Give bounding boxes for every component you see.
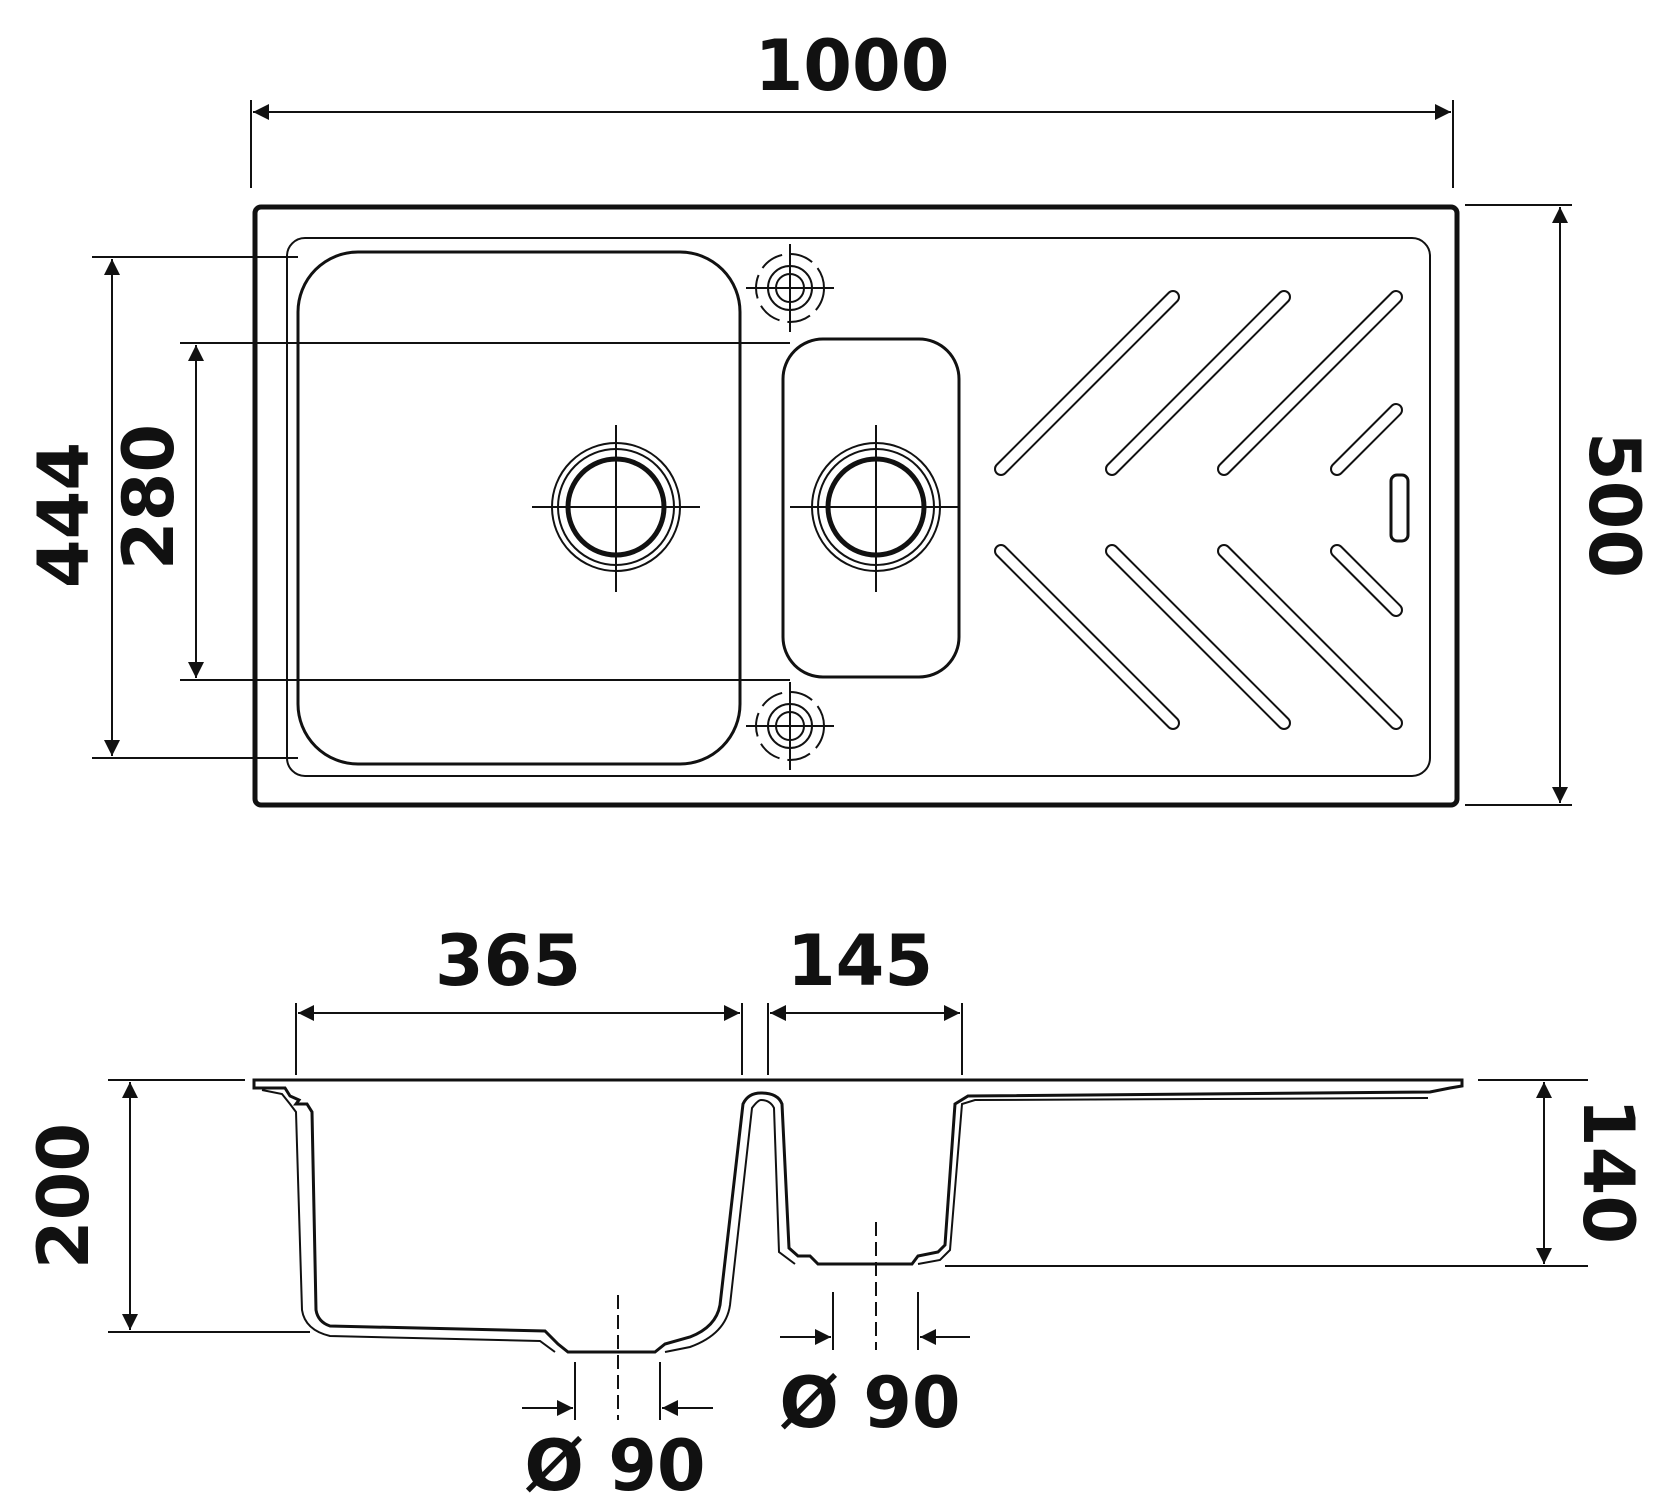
sink-section-profile xyxy=(252,1078,1464,1354)
dim-small-waste: Ø 90 xyxy=(779,1222,970,1444)
dim-label-main-bowl-inner-depth: 280 xyxy=(108,424,190,570)
dim-label-main-bowl-width: 365 xyxy=(435,920,581,1002)
small-drain-icon xyxy=(790,425,960,592)
dim-overall-length: 1000 xyxy=(250,25,1454,188)
dim-overall-depth: 500 xyxy=(1465,204,1655,806)
dim-label-main-waste: Ø 90 xyxy=(524,1425,705,1495)
dim-main-bowl-height: 200 xyxy=(23,1079,310,1333)
section-view: 365 145 200 140 xyxy=(23,920,1649,1495)
dim-label-main-bowl-outer-depth: 444 xyxy=(23,442,105,588)
tap-hole-top-icon xyxy=(746,244,834,332)
dim-main-bowl-width: 365 xyxy=(295,920,743,1075)
dim-label-main-bowl-height: 200 xyxy=(23,1123,105,1269)
main-drain-icon xyxy=(532,425,700,592)
dim-label-small-waste: Ø 90 xyxy=(779,1362,960,1444)
dim-label-small-bowl-height: 140 xyxy=(1567,1098,1649,1244)
drainer-grooves xyxy=(994,290,1410,730)
dim-label-overall-depth: 500 xyxy=(1573,432,1655,578)
dim-label-small-bowl-width: 145 xyxy=(787,920,933,1002)
sink-outline xyxy=(252,204,1460,808)
dim-main-waste: Ø 90 xyxy=(522,1295,713,1495)
top-view: 1000 500 444 280 xyxy=(23,25,1655,808)
dim-small-bowl-width: 145 xyxy=(767,920,963,1075)
dim-main-bowl-inner-depth: 280 xyxy=(108,342,790,681)
dim-label-overall-length: 1000 xyxy=(755,25,950,107)
dim-small-bowl-height: 140 xyxy=(945,1079,1649,1267)
tap-hole-bottom-icon xyxy=(746,682,834,770)
main-bowl xyxy=(296,250,742,766)
overflow-slot xyxy=(1389,473,1410,543)
dim-main-bowl-outer-depth: 444 xyxy=(23,256,298,759)
sink-inner-rim xyxy=(286,237,1431,777)
